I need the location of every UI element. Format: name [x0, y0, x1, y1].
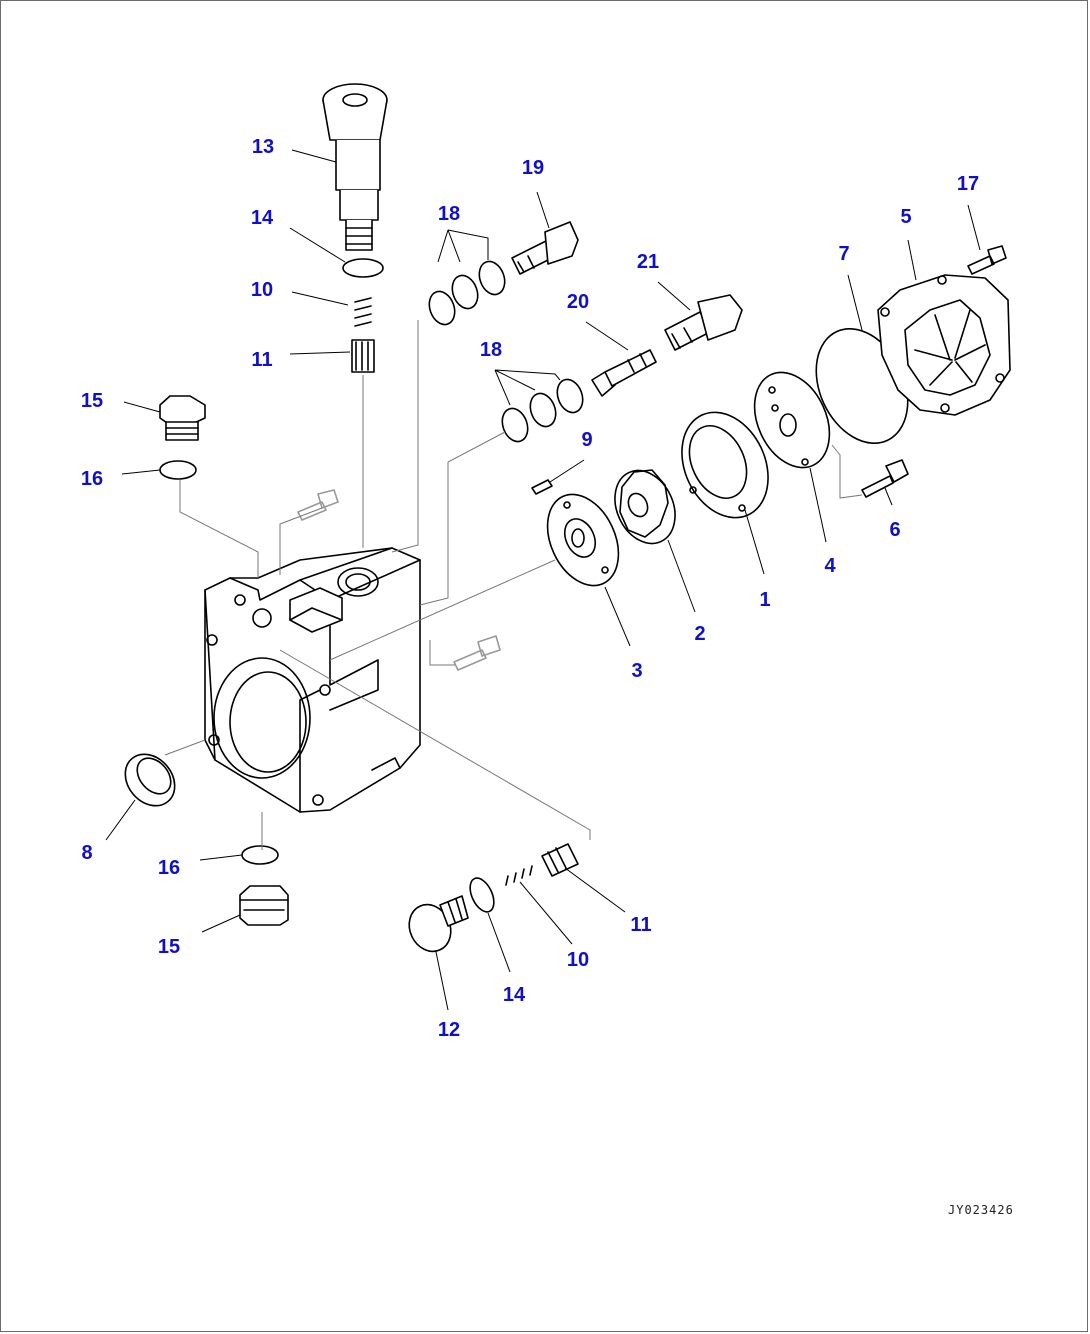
spring-lower	[505, 865, 533, 886]
outer-ring-housing	[681, 411, 769, 519]
inner-gear-rotor	[614, 469, 676, 545]
callout-10-upper: 10	[250, 279, 274, 301]
o-ring-upper	[159, 460, 197, 480]
callout-14-upper: 14	[250, 207, 274, 229]
leader-lines	[105, 149, 981, 1011]
callout-15-lower: 15	[157, 936, 181, 958]
callout-18-upper: 18	[437, 203, 461, 225]
valve-assembly	[322, 83, 388, 251]
oil-seal-part	[124, 753, 176, 807]
callout-11-lower: 11	[630, 914, 652, 936]
spring-upper	[354, 297, 372, 327]
callout-12: 12	[437, 1019, 461, 1041]
elbow-fitting	[664, 294, 743, 351]
washer-lower	[469, 877, 495, 913]
callout-8: 8	[81, 842, 93, 864]
union-fitting	[511, 221, 579, 275]
washer-upper	[342, 258, 384, 278]
callout-9: 9	[581, 429, 593, 451]
seal-ring-set-lower	[501, 378, 584, 443]
o-ring-lower	[241, 845, 279, 865]
callout-10-lower: 10	[566, 949, 590, 971]
plug-cap-lower	[408, 895, 469, 953]
key-pin	[531, 479, 553, 495]
callout-17: 17	[956, 173, 980, 195]
bolt-part	[861, 459, 909, 498]
housing-bolt-lower	[453, 635, 501, 671]
callout-2: 2	[694, 623, 706, 645]
callout-5: 5	[900, 206, 912, 228]
screw-part	[967, 245, 1007, 275]
callout-4: 4	[824, 555, 836, 577]
end-cover	[877, 274, 1011, 416]
piston-upper	[351, 339, 375, 373]
callout-18-lower: 18	[479, 339, 503, 361]
seal-ring-set-upper	[428, 260, 506, 326]
callout-6: 6	[889, 519, 901, 541]
callout-16-upper: 16	[80, 468, 104, 490]
callout-7: 7	[838, 243, 850, 265]
side-plate-rear	[753, 371, 831, 469]
plug-upper	[159, 395, 206, 441]
callout-19: 19	[521, 157, 545, 179]
callout-1: 1	[759, 589, 771, 611]
callout-16-lower: 16	[157, 857, 181, 879]
side-plate-front	[546, 493, 620, 587]
pump-housing	[204, 547, 421, 813]
callout-20: 20	[566, 291, 590, 313]
hose-connector	[591, 349, 657, 397]
callout-15-upper: 15	[80, 390, 104, 412]
housing-bolt-upper	[297, 489, 339, 521]
callout-14-lower: 14	[502, 984, 526, 1006]
callout-3: 3	[631, 660, 643, 682]
piston-lower	[541, 843, 579, 877]
callout-13: 13	[251, 136, 275, 158]
callout-21: 21	[636, 251, 660, 273]
drawing-reference-code: JY023426	[948, 1203, 1014, 1217]
plug-lower	[239, 885, 289, 926]
callout-11-upper: 11	[251, 349, 273, 371]
